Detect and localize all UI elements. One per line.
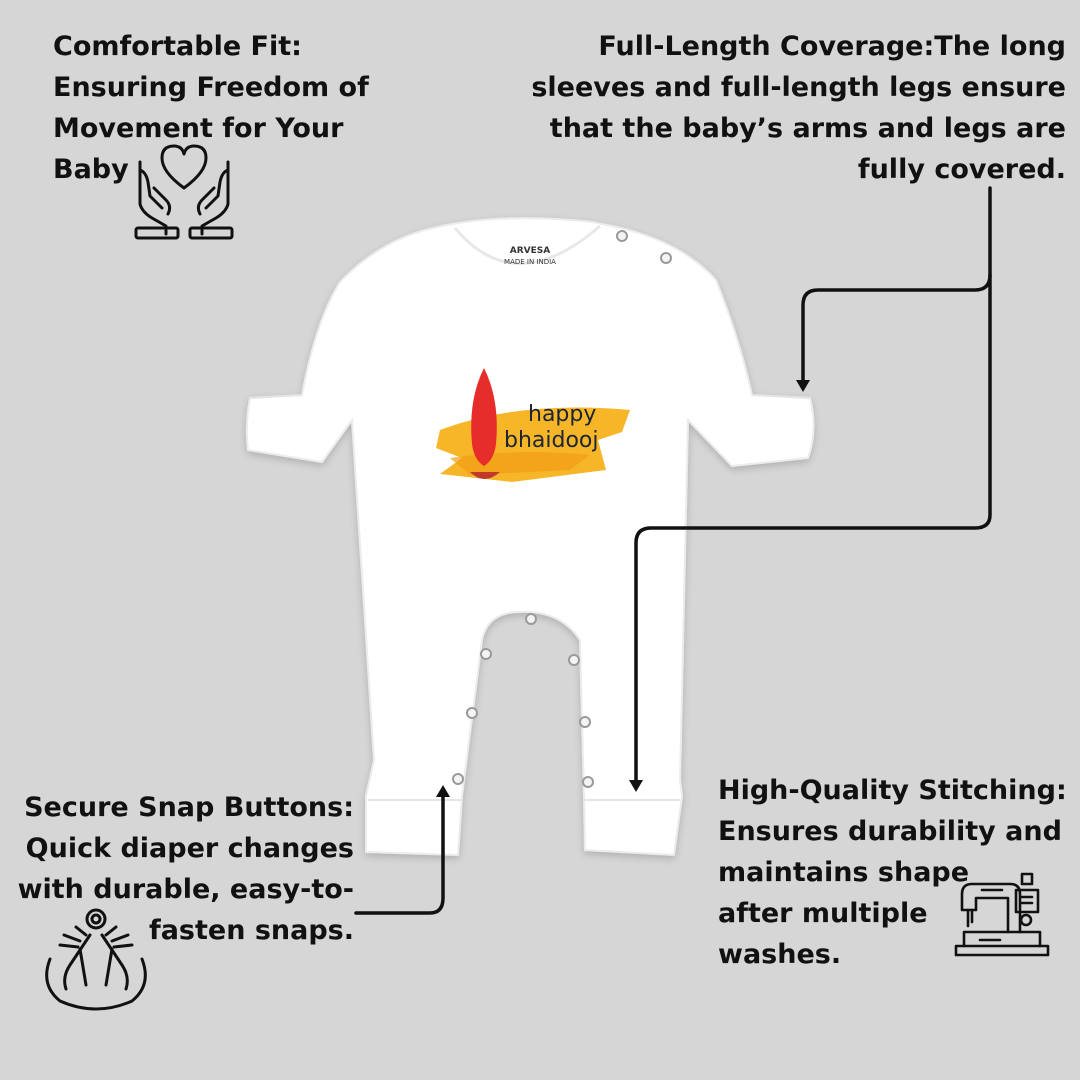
print-text-happy: happy <box>528 402 597 427</box>
sewing-machine-icon <box>954 872 1050 957</box>
print-text-bhaidooj: bhaidooj <box>504 428 599 453</box>
brand-name: ARVESA <box>509 246 551 256</box>
feature-high-quality-stitching: High-Quality Stitching: Ensures durabili… <box>718 775 1067 970</box>
arrow-snaps <box>354 794 445 915</box>
feature-secure-snap-buttons: Secure Snap Buttons: Quick diaper change… <box>17 792 354 946</box>
hands-holding-heart-icon <box>134 144 234 240</box>
romper-body <box>245 217 815 857</box>
arrow-coverage-sleeve <box>801 186 992 382</box>
hands-holding-snap-icon <box>45 908 147 1011</box>
feature-comfortable-fit: Comfortable Fit: Ensuring Freedom of Mov… <box>53 31 369 185</box>
brand-label: ARVESA MADE IN INDIA <box>500 246 560 266</box>
snap-buttons <box>452 230 672 788</box>
feature-full-length-coverage: Full-Length Coverage:The long sleeves an… <box>531 31 1066 185</box>
made-in-label: MADE IN INDIA <box>504 258 556 266</box>
arrow-coverage-leg <box>634 273 992 782</box>
bhaidooj-print <box>436 368 630 482</box>
